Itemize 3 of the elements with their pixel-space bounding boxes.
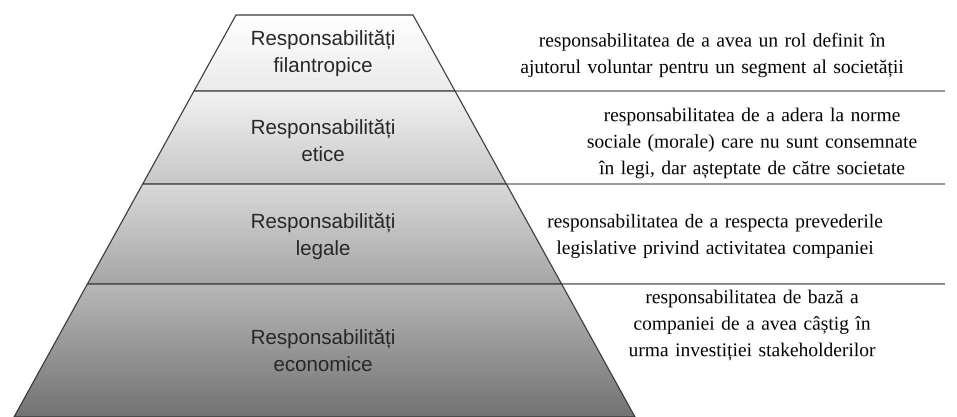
description-text: responsabilitatea de a adera la norme sociale (morale) care nu sunt consemnate în legi, dar așteptate de către societate (588, 108, 916, 178)
pyramid-layer: Responsabilități filantropice (193, 14, 456, 92)
description-text: responsabilitatea de a avea un rol definit în ajutorul voluntar pentru un segment al societății (521, 32, 904, 78)
